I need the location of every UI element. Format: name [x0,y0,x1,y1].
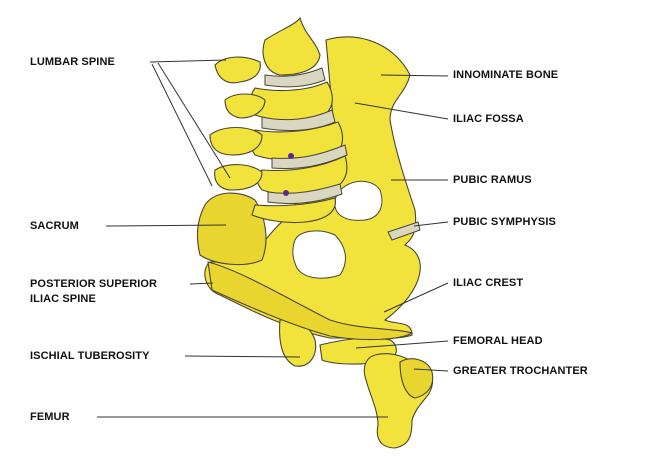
nerve-foramen-1 [288,153,294,159]
transverse-process-3 [209,126,263,156]
label-iliac-crest: ILIAC CREST [453,277,524,289]
disc-1 [264,67,326,88]
vertebra-5 [251,197,336,224]
label-innominate-bone: INNOMINATE BONE [453,69,559,81]
disc-2 [261,109,336,131]
greater-sciatic-notch [292,230,346,279]
label-sacrum: SACRUM [30,220,79,232]
nerve-foramen-2 [283,190,289,196]
disc-3 [271,144,348,169]
transverse-process-1 [214,56,261,84]
obturator-foramen [334,180,383,221]
sacrum-shape [196,192,267,266]
transverse-process-2 [224,93,266,119]
leader-lines [97,59,449,418]
greater-trochanter-shape [399,358,434,399]
label-femoral-head: FEMORAL HEAD [453,335,543,347]
label-posterior-superior-iliac-spine-line2: ILIAC SPINE [30,293,96,305]
label-pubic-symphysis: PUBIC SYMPHYSIS [453,216,556,228]
label-femur: FEMUR [30,411,70,423]
disc-4 [267,183,343,205]
vertebra-1 [262,16,321,76]
label-ischial-tuberosity: ISCHIAL TUBEROSITY [30,350,150,362]
label-greater-trochanter: GREATER TROCHANTER [453,365,588,377]
label-posterior-superior-iliac-spine-line1: POSTERIOR SUPERIOR [30,278,158,290]
label-iliac-fossa: ILIAC FOSSA [453,113,524,125]
label-lumbar-spine: LUMBAR SPINE [30,56,115,68]
pubic-symphysis-disc [387,221,421,241]
iliac-crest-shape [207,261,414,341]
transverse-process-4 [214,164,263,191]
label-pubic-ramus: PUBIC RAMUS [453,174,532,186]
